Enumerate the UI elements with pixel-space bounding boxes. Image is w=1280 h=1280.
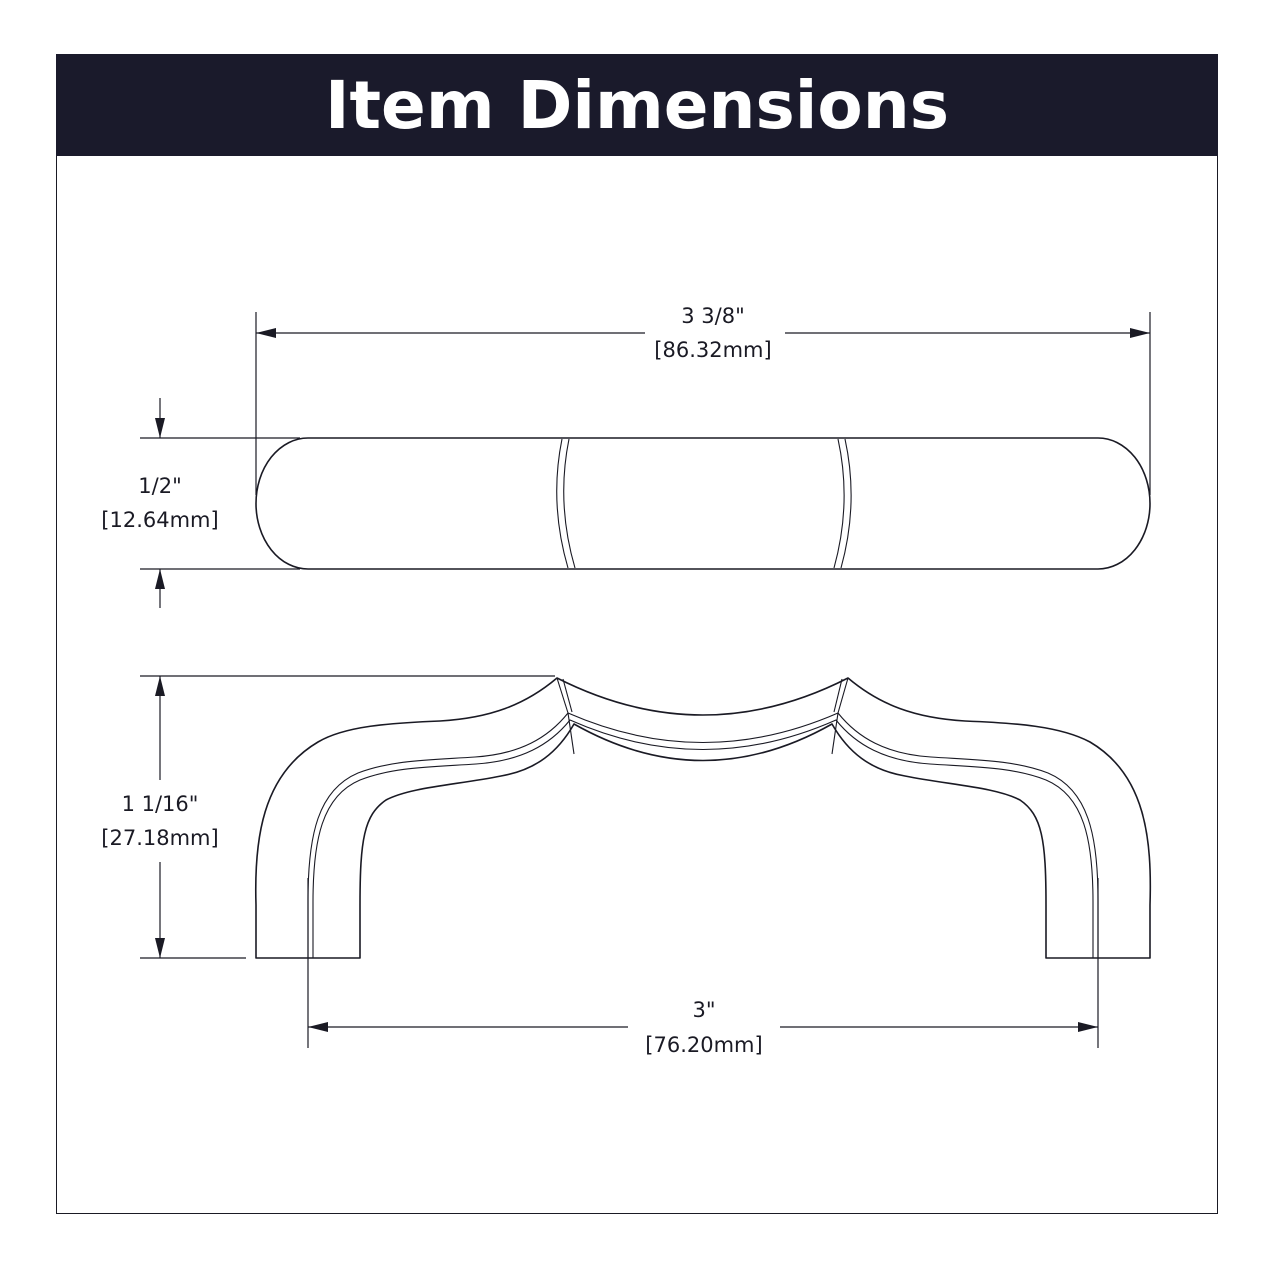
side-view-ridge [307,712,1099,958]
side-view-outline [254,677,1152,959]
top-view [255,437,1151,570]
overall-length-dimension: 3 3/8" [86.32mm] [255,304,1151,495]
joint-right-bottom [831,712,839,755]
page-title: Item Dimensions [324,66,950,144]
arrow-bottom [155,938,165,958]
projection-metric: [27.18mm] [101,826,218,850]
arrow-right [1130,328,1150,338]
arrow-right [1078,1022,1098,1032]
width-dimension: 1/2" [12.64mm] [101,398,300,608]
top-view-band-left-outer [556,438,569,569]
arrow-left [256,328,276,338]
header-bar: Item Dimensions [56,54,1218,156]
projection-imperial: 1 1/16" [122,792,199,816]
side-view [254,677,1152,959]
arrow-bottom [155,569,165,589]
top-view-band-left-inner [563,438,576,569]
projection-dimension: 1 1/16" [27.18mm] [101,675,555,959]
top-view-band-right-inner [840,438,852,569]
center-to-center-metric: [76.20mm] [645,1033,762,1057]
arrow-top [155,676,165,696]
overall-length-imperial: 3 3/8" [681,304,745,328]
joint-right-top [837,677,849,714]
center-to-center-dimension: 3" [76.20mm] [307,878,1099,1057]
side-view-ridge-inner [312,719,1094,958]
top-view-band-right-outer [833,438,845,569]
width-metric: [12.64mm] [101,508,218,532]
joint-left-bottom [567,712,575,755]
overall-length-metric: [86.32mm] [654,338,771,362]
center-to-center-imperial: 3" [692,998,715,1022]
width-imperial: 1/2" [138,474,181,498]
arrow-top [155,418,165,438]
joint-left-top-2 [562,678,573,713]
arrow-left [308,1022,328,1032]
joint-left-top [556,677,569,714]
joint-right-top-2 [833,678,843,713]
top-view-outline [255,437,1151,570]
